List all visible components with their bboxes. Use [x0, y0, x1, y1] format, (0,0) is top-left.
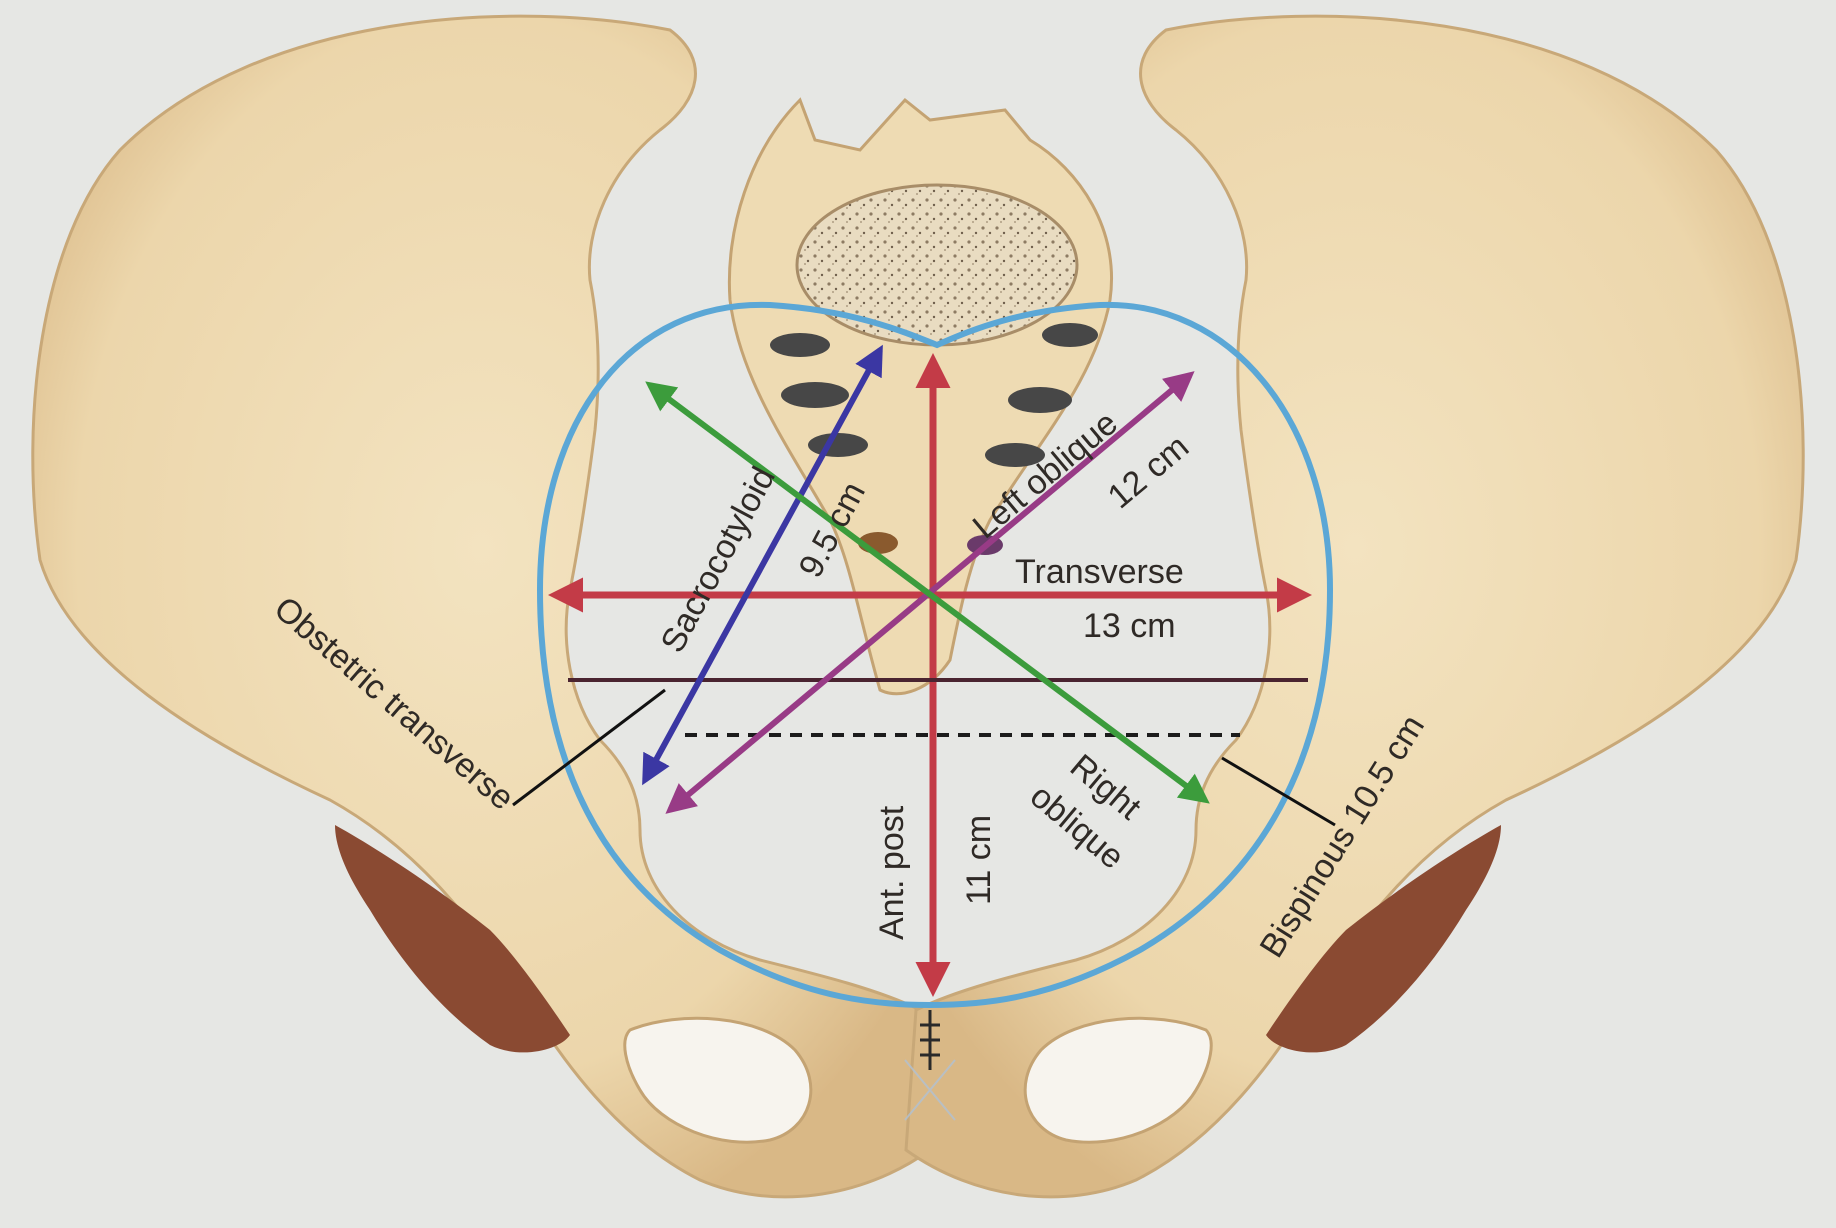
sacral-foramen — [781, 382, 849, 408]
sacral-foramen — [770, 333, 830, 357]
sacral-foramen — [1008, 387, 1072, 413]
ant-post-label: Ant. post — [873, 805, 911, 940]
transverse-value-label: 13 cm — [1083, 607, 1176, 645]
transverse-label: Transverse — [1015, 553, 1184, 591]
sacral-foramen — [808, 433, 868, 457]
sacral-promontory — [797, 185, 1077, 345]
sacrocotyloid-diameter-arrow — [645, 350, 880, 780]
ant-post-value-label: 11 cm — [960, 815, 998, 905]
sacral-foramen — [1042, 323, 1098, 347]
